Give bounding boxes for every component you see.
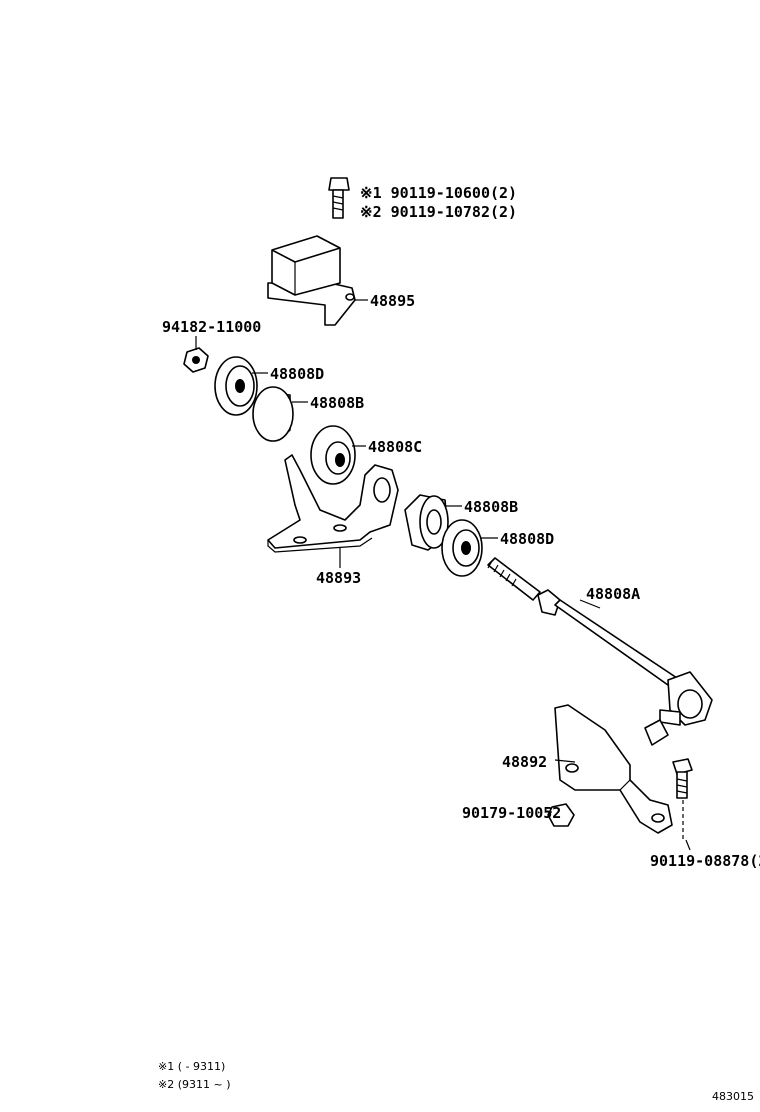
bolt-90119-08878 [672,758,693,840]
cushion-48808d-upper [214,356,258,416]
cushion-48808d-lower [441,519,483,577]
cushion-48808c [310,425,356,485]
cushion-48808b-lower [404,494,449,551]
label-link-rod: 48808A [586,585,640,603]
cushion-48808b-upper [252,386,294,442]
footnote-2: ※2 (9311 ~ ) [158,1078,231,1091]
label-weight: 48895 [370,292,415,310]
label-nut: 94182-11000 [162,318,261,336]
bracket-48893 [267,454,399,553]
nut-90179 [547,803,575,827]
diagram-id: 483015 [712,1090,754,1103]
label-bracket-upper: 48893 [316,569,361,587]
label-cushion-d-lower: 48808D [500,530,554,548]
leader-lines [195,299,691,851]
label-cushion-c: 48808C [368,438,422,456]
bracket-48892 [554,704,673,834]
label-cushion-b-upper: 48808B [310,394,364,412]
label-nut-lower: 90179-10052 [462,804,561,822]
label-bracket-lower: 48892 [502,753,547,771]
label-cushion-d-upper: 48808D [270,365,324,383]
label-cushion-b-lower: 48808B [464,498,518,516]
top-bolt [328,177,350,219]
nut-94182 [183,347,209,373]
weight-48895 [267,235,356,326]
label-bolt-lower: 90119-08878(2 [650,852,760,870]
label-bolt-note1: ※1 90119-10600(2) [360,184,517,202]
footnote-1: ※1 ( - 9311) [158,1060,225,1073]
label-bolt-note2: ※2 90119-10782(2) [360,203,517,221]
link-rod-48808a [487,557,713,746]
